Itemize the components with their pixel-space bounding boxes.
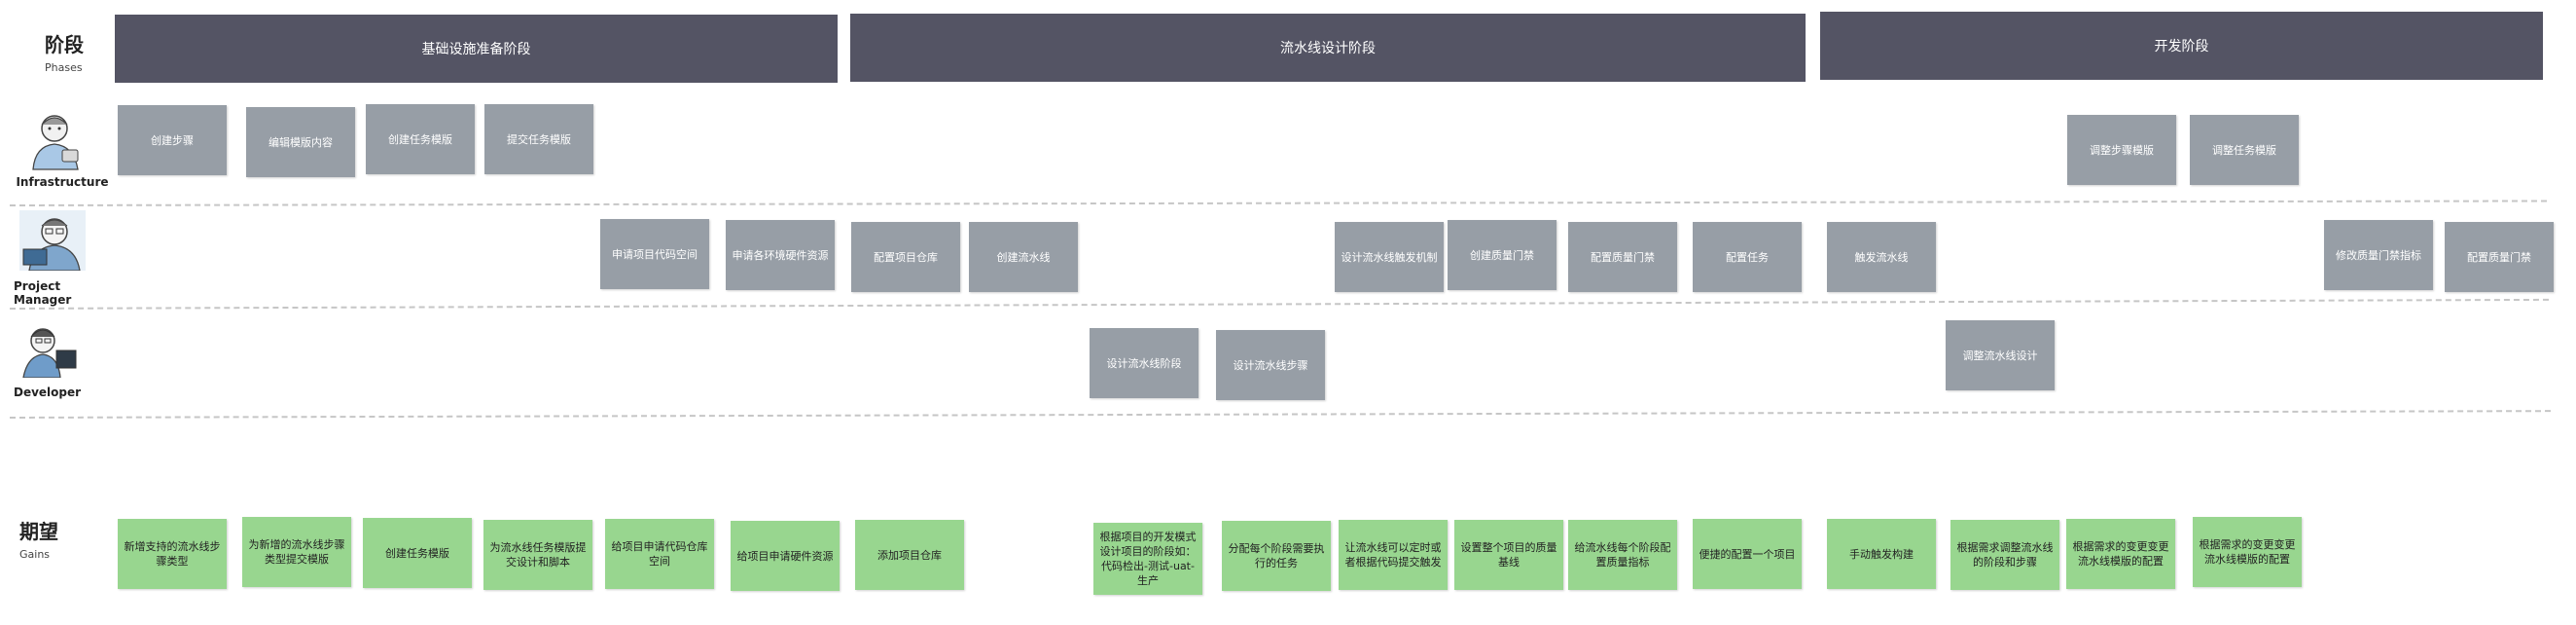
gain-card: 根据项目的开发模式设计项目的阶段如：代码检出-测试-uat-生产 [1093,523,1202,595]
task-card: 创建流水线 [969,222,1078,292]
role-label-developer: Developer [14,386,82,399]
task-card: 创建任务模版 [366,104,475,174]
phase-infrastructure-prep: 基础设施准备阶段 [115,15,838,83]
task-card: 触发流水线 [1827,222,1936,292]
gain-card: 设置整个项目的质量基线 [1454,520,1563,590]
gain-card: 根据需求的变更变更流水线模版的配置 [2193,517,2302,587]
task-card: 配置质量门禁 [1568,222,1677,292]
task-card: 设计流水线步骤 [1216,330,1325,400]
gain-card: 根据需求调整流水线的阶段和步骤 [1950,520,2059,590]
task-card: 配置任务 [1693,222,1802,292]
gain-card: 让流水线可以定时或者根据代码提交触发 [1339,520,1448,590]
task-card: 创建步骤 [118,105,227,175]
task-card: 设计流水线阶段 [1090,328,1199,398]
task-card: 申请项目代码空间 [600,219,709,289]
project-manager-person-icon [19,210,86,271]
developer-person-icon [19,321,78,378]
gain-card: 创建任务模版 [363,518,472,588]
task-card: 提交任务模版 [484,104,593,174]
gain-card: 根据需求的变更变更流水线模版的配置 [2066,519,2175,589]
gain-card: 为流水线任务模版提交设计和脚本 [483,520,592,590]
task-card: 申请各环境硬件资源 [726,220,835,290]
gain-card: 便捷的配置一个项目 [1693,519,1802,589]
gain-card: 给项目申请硬件资源 [731,521,840,591]
phase-development: 开发阶段 [1820,12,2543,80]
role-label-infrastructure: Infrastructure [16,175,109,189]
task-card: 配置项目仓库 [851,222,960,292]
phases-label: 阶段 [45,33,84,56]
gain-card: 新增支持的流水线步骤类型 [118,519,227,589]
task-card: 调整流水线设计 [1946,320,2055,390]
task-card: 创建质量门禁 [1448,220,1556,290]
gain-card: 添加项目仓库 [855,520,964,590]
lane-separator [9,410,2551,419]
gain-card: 手动触发构建 [1827,519,1936,589]
gain-card: 分配每个阶段需要执行的任务 [1222,521,1331,591]
infrastructure-person-icon [25,107,89,171]
lane-separator [9,298,2549,310]
gains-label: 期望 [19,520,58,543]
role-label-project-manager: Project Manager [14,279,72,307]
task-card: 设计流水线触发机制 [1335,222,1444,292]
task-card: 调整任务模版 [2190,115,2299,185]
task-card: 调整步骤模版 [2067,115,2176,185]
phases-label-en: Phases [45,61,83,74]
task-card: 配置质量门禁 [2445,222,2554,292]
gains-label-en: Gains [19,548,51,561]
task-card: 编辑模版内容 [246,107,355,177]
gain-card: 给流水线每个阶段配置质量指标 [1568,520,1677,590]
task-card: 修改质量门禁指标 [2324,220,2433,290]
phase-pipeline-design: 流水线设计阶段 [850,14,1806,82]
gain-card: 给项目申请代码仓库空间 [605,519,714,589]
lane-separator [9,200,2547,206]
gain-card: 为新增的流水线步骤类型提交模版 [242,517,351,587]
